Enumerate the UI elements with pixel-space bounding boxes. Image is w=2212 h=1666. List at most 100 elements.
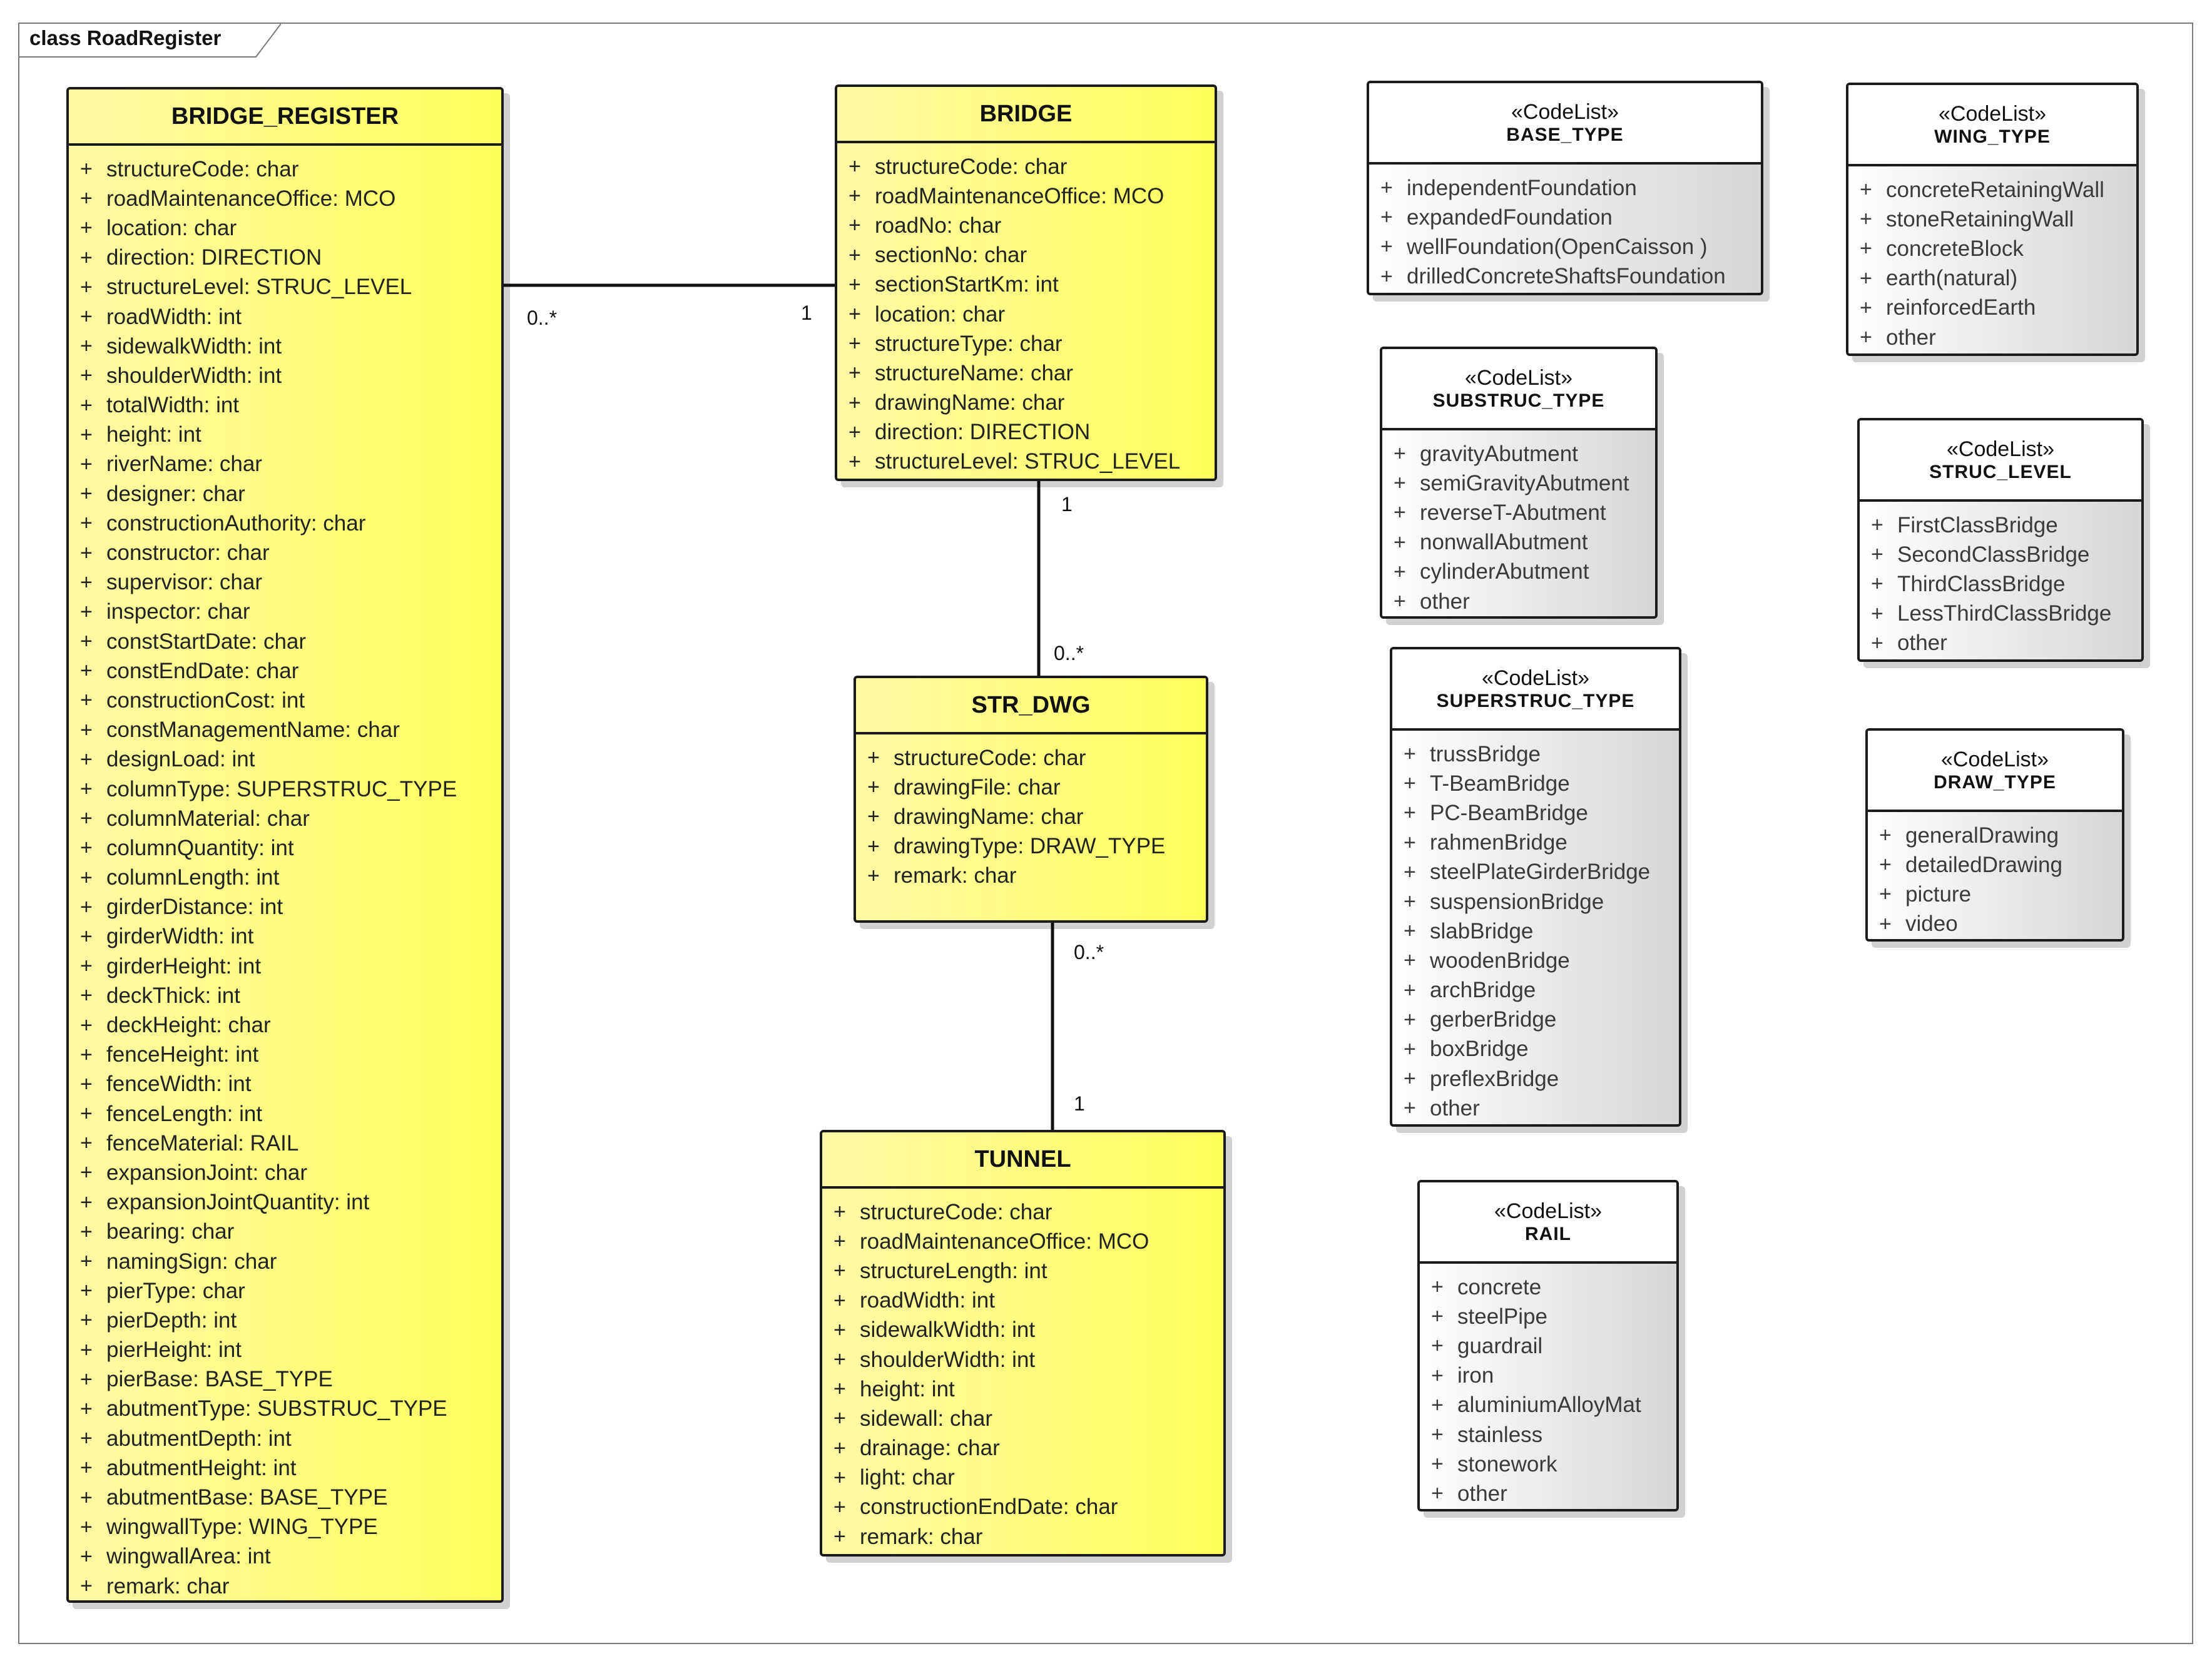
attribute-text: columnLength: int bbox=[106, 865, 280, 890]
attribute-text: reinforcedEarth bbox=[1886, 295, 2036, 320]
public-visibility-icon: + bbox=[80, 245, 93, 270]
attribute-text: constructionAuthority: char bbox=[106, 510, 366, 536]
attribute-row: +shoulderWidth: int bbox=[822, 1345, 1223, 1374]
attribute-text: constStartDate: char bbox=[106, 629, 307, 654]
class-name: STRUC_LEVEL bbox=[1929, 461, 2072, 482]
public-visibility-icon: + bbox=[833, 1259, 846, 1283]
attribute-text: rahmenBridge bbox=[1430, 830, 1567, 855]
codelist-superstruc-type[interactable]: «CodeList» SUPERSTRUC_TYPE + trussBridge +… bbox=[1390, 647, 1681, 1127]
public-visibility-icon: + bbox=[80, 305, 93, 329]
attribute-text: other bbox=[1886, 325, 1936, 350]
public-visibility-icon: + bbox=[1871, 513, 1883, 537]
class-name: STR_DWG bbox=[971, 691, 1091, 718]
attribute-row: +concreteBlock bbox=[1848, 234, 2136, 263]
attribute-list: +trussBridge+T-BeamBridge+PC-BeamBridge+… bbox=[1392, 731, 1679, 1123]
attribute-row: +T-BeamBridge bbox=[1392, 769, 1679, 798]
public-visibility-icon: + bbox=[80, 954, 93, 978]
public-visibility-icon: + bbox=[849, 155, 861, 179]
public-visibility-icon: + bbox=[80, 511, 93, 536]
attribute-list: +independentFoundation+expandedFoundatio… bbox=[1369, 165, 1761, 292]
codelist-substruc-type[interactable]: «CodeList» SUBSTRUC_TYPE +gravityAbutmen… bbox=[1380, 347, 1658, 619]
public-visibility-icon: + bbox=[1404, 742, 1416, 766]
attribute-row: +abutmentHeight: int bbox=[69, 1453, 501, 1483]
attribute-row: +steelPipe bbox=[1420, 1302, 1676, 1331]
attribute-text: trussBridge bbox=[1430, 741, 1541, 766]
class-header: TUNNEL bbox=[822, 1132, 1223, 1189]
codelist-draw-type[interactable]: «CodeList» DRAW_TYPE +generalDrawing+det… bbox=[1865, 728, 2124, 942]
public-visibility-icon: + bbox=[849, 420, 861, 444]
attribute-row: +structureCode: char bbox=[856, 743, 1206, 773]
attribute-text: constructionEndDate: char bbox=[860, 1495, 1118, 1520]
codelist-struc-level[interactable]: «CodeList» STRUC_LEVEL +FirstClassBridge… bbox=[1857, 418, 2144, 662]
public-visibility-icon: + bbox=[833, 1436, 846, 1460]
codelist-wing-type[interactable]: «CodeList» WING_TYPE +concreteRetainingW… bbox=[1846, 83, 2139, 356]
attribute-row: +fenceHeight: int bbox=[69, 1040, 501, 1070]
attribute-row: +inspector: char bbox=[69, 597, 501, 627]
attribute-text: pierType: char bbox=[106, 1278, 245, 1303]
public-visibility-icon: + bbox=[833, 1525, 846, 1549]
attribute-text: preflexBridge bbox=[1430, 1066, 1559, 1091]
attribute-text: location: char bbox=[875, 302, 1006, 327]
attribute-row: +pierHeight: int bbox=[69, 1336, 501, 1365]
codelist-rail[interactable]: «CodeList» RAIL +concrete+steelPipe+guar… bbox=[1417, 1180, 1679, 1511]
public-visibility-icon: + bbox=[80, 895, 93, 919]
public-visibility-icon: + bbox=[1404, 1067, 1416, 1091]
attribute-row: +reverseT-Abutment bbox=[1382, 498, 1655, 527]
public-visibility-icon: + bbox=[849, 184, 861, 208]
attribute-row: +SecondClassBridge bbox=[1860, 540, 2141, 569]
public-visibility-icon: + bbox=[1394, 442, 1406, 466]
public-visibility-icon: + bbox=[80, 865, 93, 890]
public-visibility-icon: + bbox=[1404, 890, 1416, 914]
public-visibility-icon: + bbox=[80, 570, 93, 594]
public-visibility-icon: + bbox=[833, 1377, 846, 1401]
attribute-list: +concrete+steelPipe+guardrail+iron+alumi… bbox=[1420, 1264, 1676, 1509]
class-bridge[interactable]: BRIDGE +structureCode: char+roadMaintena… bbox=[835, 84, 1217, 481]
attribute-text: sidewalkWidth: int bbox=[860, 1318, 1036, 1343]
diagram-frame bbox=[18, 23, 2193, 1644]
attribute-row: +structureCode: char bbox=[69, 155, 501, 184]
public-visibility-icon: + bbox=[849, 390, 861, 415]
class-bridge-register[interactable]: BRIDGE_REGISTER +structureCode: char+roa… bbox=[66, 87, 504, 1603]
class-header: STR_DWG bbox=[856, 678, 1206, 734]
public-visibility-icon: + bbox=[1394, 530, 1406, 554]
attribute-row: +constManagementName: char bbox=[69, 716, 501, 745]
public-visibility-icon: + bbox=[80, 599, 93, 624]
mult-bridge-side-register: 1 bbox=[801, 302, 812, 324]
public-visibility-icon: + bbox=[1860, 178, 1872, 202]
attribute-row: +other bbox=[1392, 1094, 1679, 1123]
attribute-row: +gerberBridge bbox=[1392, 1005, 1679, 1035]
stereotype-label: «CodeList» bbox=[1511, 99, 1619, 124]
public-visibility-icon: + bbox=[1394, 471, 1406, 495]
public-visibility-icon: + bbox=[80, 659, 93, 683]
attribute-row: +aluminiumAlloyMat bbox=[1420, 1391, 1676, 1420]
class-header: «CodeList» SUPERSTRUC_TYPE bbox=[1392, 649, 1679, 731]
public-visibility-icon: + bbox=[80, 1102, 93, 1126]
attribute-text: fenceLength: int bbox=[106, 1101, 263, 1126]
class-tunnel[interactable]: TUNNEL +structureCode: char+roadMaintena… bbox=[820, 1130, 1226, 1557]
public-visibility-icon: + bbox=[80, 1515, 93, 1539]
attribute-list: +structureCode: char+drawingFile: char+d… bbox=[856, 734, 1206, 891]
attribute-text: independentFoundation bbox=[1407, 175, 1637, 200]
public-visibility-icon: + bbox=[80, 1190, 93, 1214]
attribute-row: +columnMaterial: char bbox=[69, 804, 501, 833]
attribute-text: steelPipe bbox=[1457, 1304, 1547, 1329]
attribute-row: +archBridge bbox=[1392, 976, 1679, 1005]
attribute-text: picture bbox=[1905, 881, 1972, 907]
attribute-row: +direction: DIRECTION bbox=[69, 243, 501, 273]
public-visibility-icon: + bbox=[80, 1013, 93, 1037]
class-header: BRIDGE bbox=[837, 87, 1215, 143]
attribute-list: +concreteRetainingWall+stoneRetainingWal… bbox=[1848, 166, 2136, 352]
public-visibility-icon: + bbox=[80, 688, 93, 713]
attribute-row: +steelPlateGirderBridge bbox=[1392, 858, 1679, 887]
class-header: «CodeList» RAIL bbox=[1420, 1182, 1676, 1264]
class-name: TUNNEL bbox=[974, 1145, 1071, 1172]
attribute-text: height: int bbox=[860, 1376, 955, 1401]
attribute-row: +other bbox=[1382, 587, 1655, 616]
codelist-base-type[interactable]: «CodeList» BASE_TYPE +independentFoundat… bbox=[1367, 81, 1763, 295]
class-str-dwg[interactable]: STR_DWG +structureCode: char+drawingFile… bbox=[854, 676, 1208, 923]
attribute-row: +sidewall: char bbox=[822, 1404, 1223, 1433]
attribute-list: +structureCode: char+roadMaintenanceOffi… bbox=[69, 146, 501, 1600]
public-visibility-icon: + bbox=[1860, 266, 1872, 290]
attribute-row: +slabBridge bbox=[1392, 917, 1679, 946]
attribute-row: +designLoad: int bbox=[69, 745, 501, 775]
